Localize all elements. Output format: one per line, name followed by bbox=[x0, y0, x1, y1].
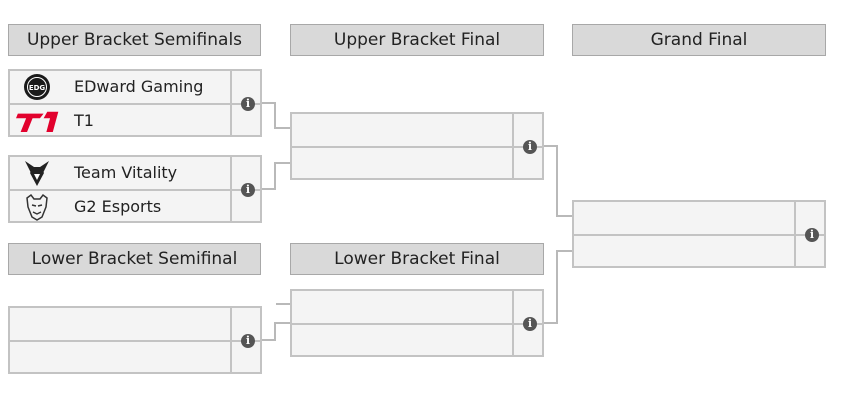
team-slot-empty[interactable] bbox=[10, 308, 230, 340]
edg-logo-icon: EDG bbox=[24, 74, 50, 100]
match-info-icon[interactable]: i bbox=[241, 97, 255, 111]
match-info-icon[interactable]: i bbox=[241, 334, 255, 348]
divider bbox=[512, 114, 514, 178]
match-upper-semifinal-1: EDG EDward Gaming T1 i bbox=[8, 69, 262, 137]
connector bbox=[261, 188, 275, 190]
divider bbox=[230, 157, 232, 221]
team-slot-edward-gaming[interactable]: EDG EDward Gaming bbox=[10, 71, 230, 103]
team-slot-empty[interactable] bbox=[10, 342, 230, 374]
match-info-icon[interactable]: i bbox=[523, 140, 537, 154]
connector bbox=[261, 339, 275, 341]
match-info-icon[interactable]: i bbox=[241, 183, 255, 197]
connector bbox=[556, 215, 573, 217]
match-info-icon[interactable]: i bbox=[805, 228, 819, 242]
team-slot-empty[interactable] bbox=[292, 114, 512, 146]
team-slot-empty[interactable] bbox=[574, 202, 794, 234]
edg-logo-text: EDG bbox=[29, 84, 46, 92]
team-slot-empty[interactable] bbox=[574, 236, 794, 268]
divider bbox=[512, 291, 514, 355]
connector bbox=[261, 102, 275, 104]
team-slot-empty[interactable] bbox=[292, 325, 512, 357]
divider bbox=[10, 103, 260, 105]
divider bbox=[230, 71, 232, 135]
divider bbox=[230, 308, 232, 372]
connector bbox=[544, 322, 557, 324]
header-upper-bracket-semifinals: Upper Bracket Semifinals bbox=[8, 24, 261, 56]
g2-samurai-icon bbox=[26, 193, 48, 221]
team-name: G2 Esports bbox=[74, 197, 162, 216]
team-name: T1 bbox=[74, 111, 94, 130]
divider bbox=[292, 146, 542, 148]
team-slot-t1[interactable]: T1 bbox=[10, 105, 230, 137]
connector bbox=[274, 102, 276, 129]
team-slot-team-vitality[interactable]: Team Vitality bbox=[10, 157, 230, 189]
connector bbox=[276, 303, 291, 305]
match-info-icon[interactable]: i bbox=[523, 317, 537, 331]
match-lower-semifinal: i bbox=[8, 306, 262, 374]
connector bbox=[274, 322, 291, 324]
header-lower-bracket-final: Lower Bracket Final bbox=[290, 243, 544, 275]
connector bbox=[556, 145, 558, 217]
header-lower-bracket-semifinal: Lower Bracket Semifinal bbox=[8, 243, 261, 275]
divider bbox=[10, 189, 260, 191]
team-slot-empty[interactable] bbox=[292, 148, 512, 180]
divider bbox=[292, 323, 542, 325]
header-grand-final: Grand Final bbox=[572, 24, 826, 56]
connector bbox=[274, 322, 276, 341]
match-upper-semifinal-2: Team Vitality G2 Esports i bbox=[8, 155, 262, 223]
divider bbox=[794, 202, 796, 266]
match-lower-final: i bbox=[290, 289, 544, 357]
header-upper-bracket-final: Upper Bracket Final bbox=[290, 24, 544, 56]
team-slot-empty[interactable] bbox=[292, 291, 512, 323]
match-grand-final: i bbox=[572, 200, 826, 268]
vitality-bee-icon bbox=[25, 161, 49, 186]
connector bbox=[544, 145, 557, 147]
connector bbox=[556, 250, 558, 324]
divider bbox=[574, 234, 824, 236]
team-name: Team Vitality bbox=[74, 163, 178, 182]
team-slot-g2-esports[interactable]: G2 Esports bbox=[10, 191, 230, 223]
connector bbox=[274, 127, 291, 129]
connector bbox=[274, 162, 276, 190]
connector bbox=[556, 250, 573, 252]
t1-logo-icon bbox=[16, 111, 59, 133]
divider bbox=[10, 340, 260, 342]
connector bbox=[274, 162, 291, 164]
team-name: EDward Gaming bbox=[74, 77, 204, 96]
match-upper-final: i bbox=[290, 112, 544, 180]
